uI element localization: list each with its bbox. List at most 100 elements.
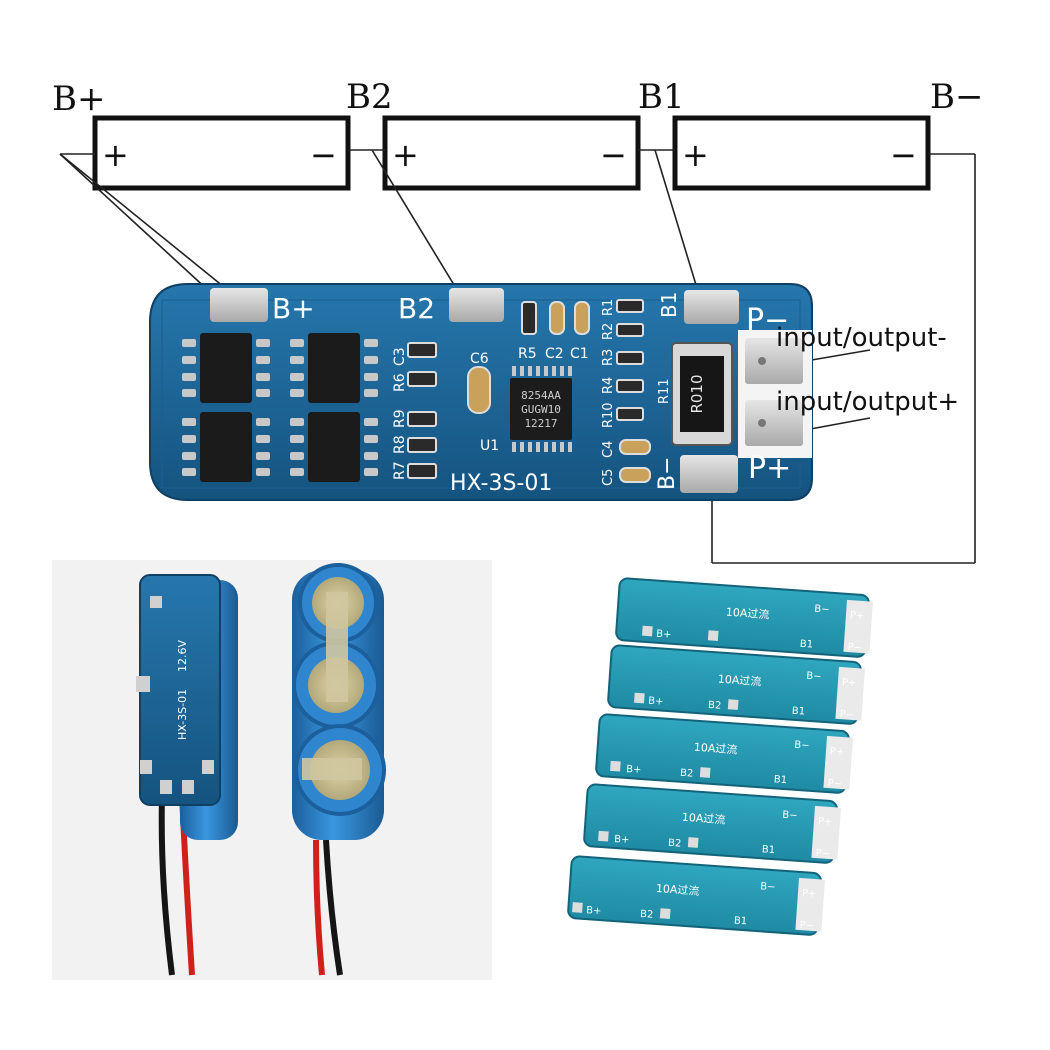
cell-schematic: B+ B2 B1 B− + − + − + − bbox=[52, 77, 983, 564]
panel-board-2: 10A过流 B− P+ B+ B2 B1 P− bbox=[607, 644, 865, 725]
silk-b-minus: B− bbox=[655, 456, 680, 490]
panel-board-1: 10A过流 B− P+ B+ B1 P− bbox=[615, 577, 873, 658]
panel-3-b2: B2 bbox=[680, 768, 694, 780]
panel-board-5: 10A过流 B− P+ B+ B2 B1 P− bbox=[567, 855, 825, 936]
silk-r9: R9 bbox=[392, 409, 408, 428]
capacitor-c6 bbox=[467, 366, 491, 414]
panel-3-b-minus: B− bbox=[794, 740, 810, 752]
silk-b1: B1 bbox=[657, 292, 681, 318]
silk-c3: C3 bbox=[392, 347, 408, 366]
cell-2-plus-sign: + bbox=[392, 136, 419, 174]
silk-r8: R8 bbox=[392, 435, 408, 454]
mosfet-1 bbox=[200, 333, 252, 403]
cell-3-minus-sign: − bbox=[890, 136, 917, 174]
protection-board: 8254AA GUGW10 12217 R010 B+ B2 B1 P− P+ … bbox=[149, 283, 813, 501]
panel-2-label: 10A过流 bbox=[717, 671, 761, 688]
silk-r1: R1 bbox=[601, 299, 616, 316]
mosfet-4 bbox=[308, 412, 360, 482]
mosfet-2 bbox=[308, 333, 360, 403]
panel-2-p-plus: P+ bbox=[842, 677, 857, 689]
panel-1-label: 10A过流 bbox=[725, 604, 769, 621]
terminal-b-minus-label: B− bbox=[930, 77, 983, 117]
passive-components bbox=[407, 299, 651, 483]
panel-5-b-plus: B+ bbox=[586, 905, 602, 917]
panel-1-b-plus: B+ bbox=[656, 629, 672, 641]
panel-3-b1: B1 bbox=[773, 774, 787, 786]
panel-1-p-plus: P+ bbox=[850, 610, 865, 622]
nickel-strip-2 bbox=[302, 758, 362, 780]
ic-marking-3: 12217 bbox=[524, 417, 557, 430]
pack-photo-background bbox=[52, 560, 492, 980]
panel-1-p-minus: P− bbox=[847, 642, 862, 654]
pad-b-minus bbox=[680, 455, 738, 493]
panel-2-p-minus: P− bbox=[839, 709, 854, 721]
silk-r6: R6 bbox=[392, 373, 408, 392]
connection-lines bbox=[59, 149, 976, 564]
silk-model: HX-3S-01 bbox=[450, 471, 552, 496]
panel-3-p-minus: P− bbox=[827, 778, 842, 790]
silk-p-minus: P− bbox=[746, 303, 789, 338]
pad-b1 bbox=[684, 290, 739, 324]
battery-cell-2 bbox=[382, 115, 641, 191]
battery-cell-1 bbox=[92, 115, 351, 191]
silk-c4: C4 bbox=[601, 441, 616, 458]
panel-2-b-plus: B+ bbox=[648, 696, 664, 708]
annotation-output-minus: input/output- bbox=[776, 323, 947, 353]
cell-1-minus-sign: − bbox=[310, 136, 337, 174]
pad-b2 bbox=[449, 288, 504, 322]
panel-3-p-plus: P+ bbox=[830, 746, 845, 758]
pack-board-voltage: 12.6V bbox=[176, 640, 189, 672]
terminal-b2-label: B2 bbox=[346, 77, 393, 117]
panel-2-b1: B1 bbox=[791, 706, 805, 718]
pad-p-plus bbox=[745, 400, 803, 446]
silk-b2: B2 bbox=[398, 292, 435, 325]
silk-r11: R11 bbox=[657, 378, 672, 404]
shunt-resistor: R010 bbox=[671, 342, 733, 446]
silk-r7: R7 bbox=[392, 461, 408, 480]
silk-c5: C5 bbox=[601, 469, 616, 486]
panel-5-b2: B2 bbox=[640, 909, 654, 921]
panel-2-b-minus: B− bbox=[806, 671, 822, 683]
wire-red-2 bbox=[313, 839, 325, 976]
panel-4-p-plus: P+ bbox=[818, 816, 833, 828]
shunt-marking: R010 bbox=[688, 374, 706, 413]
pad-b-plus bbox=[210, 288, 268, 322]
pad-p-minus bbox=[745, 338, 803, 384]
panel-board-4: 10A过流 B− P+ B+ B2 B1 P− bbox=[583, 783, 841, 864]
terminal-b1-label: B1 bbox=[638, 77, 685, 117]
panel-3-label: 10A过流 bbox=[693, 740, 737, 757]
wire-black-2 bbox=[323, 839, 343, 976]
silk-c6: C6 bbox=[470, 351, 489, 367]
panel-3-b-plus: B+ bbox=[626, 764, 642, 776]
silk-u1: U1 bbox=[480, 438, 499, 454]
protection-ic: 8254AA GUGW10 12217 bbox=[510, 366, 572, 452]
ic-body bbox=[510, 378, 572, 440]
ic-marking-1: 8254AA bbox=[521, 389, 561, 402]
ic-marking-2: GUGW10 bbox=[521, 403, 561, 416]
panel-4-label: 10A过流 bbox=[681, 810, 725, 827]
annotation-output-plus: input/output+ bbox=[776, 387, 959, 417]
silk-r4: R4 bbox=[601, 377, 616, 394]
cell-2-minus-sign: − bbox=[600, 136, 627, 174]
silk-p-plus: P+ bbox=[748, 451, 791, 486]
panel-1-b1: B1 bbox=[799, 639, 813, 651]
wire-black-1 bbox=[158, 794, 175, 976]
panel-5-b1: B1 bbox=[733, 915, 747, 927]
cell-1-plus-sign: + bbox=[102, 136, 129, 174]
cell-3-plus-sign: + bbox=[682, 136, 709, 174]
silk-r5: R5 bbox=[518, 346, 537, 362]
panel-4-b2: B2 bbox=[668, 838, 682, 850]
silk-r3: R3 bbox=[601, 349, 616, 366]
battery-cell-3 bbox=[672, 115, 931, 191]
panel-5-b-minus: B− bbox=[760, 881, 776, 893]
silk-c1: C1 bbox=[570, 346, 589, 362]
pack-board-model: HX-3S-01 bbox=[176, 689, 189, 740]
terminal-b-plus-label: B+ bbox=[52, 79, 105, 119]
board-panel-photo: 10A过流 B− P+ B+ B1 P− 10A过流 B− P+ B+ B2 B… bbox=[567, 577, 873, 936]
panel-4-b-minus: B− bbox=[782, 810, 798, 822]
silk-b-plus: B+ bbox=[272, 292, 315, 325]
silk-r10: R10 bbox=[601, 402, 616, 428]
panel-board-3: 10A过流 B− P+ B+ B2 B1 P− bbox=[595, 713, 853, 794]
panel-1-b-minus: B− bbox=[814, 604, 830, 616]
